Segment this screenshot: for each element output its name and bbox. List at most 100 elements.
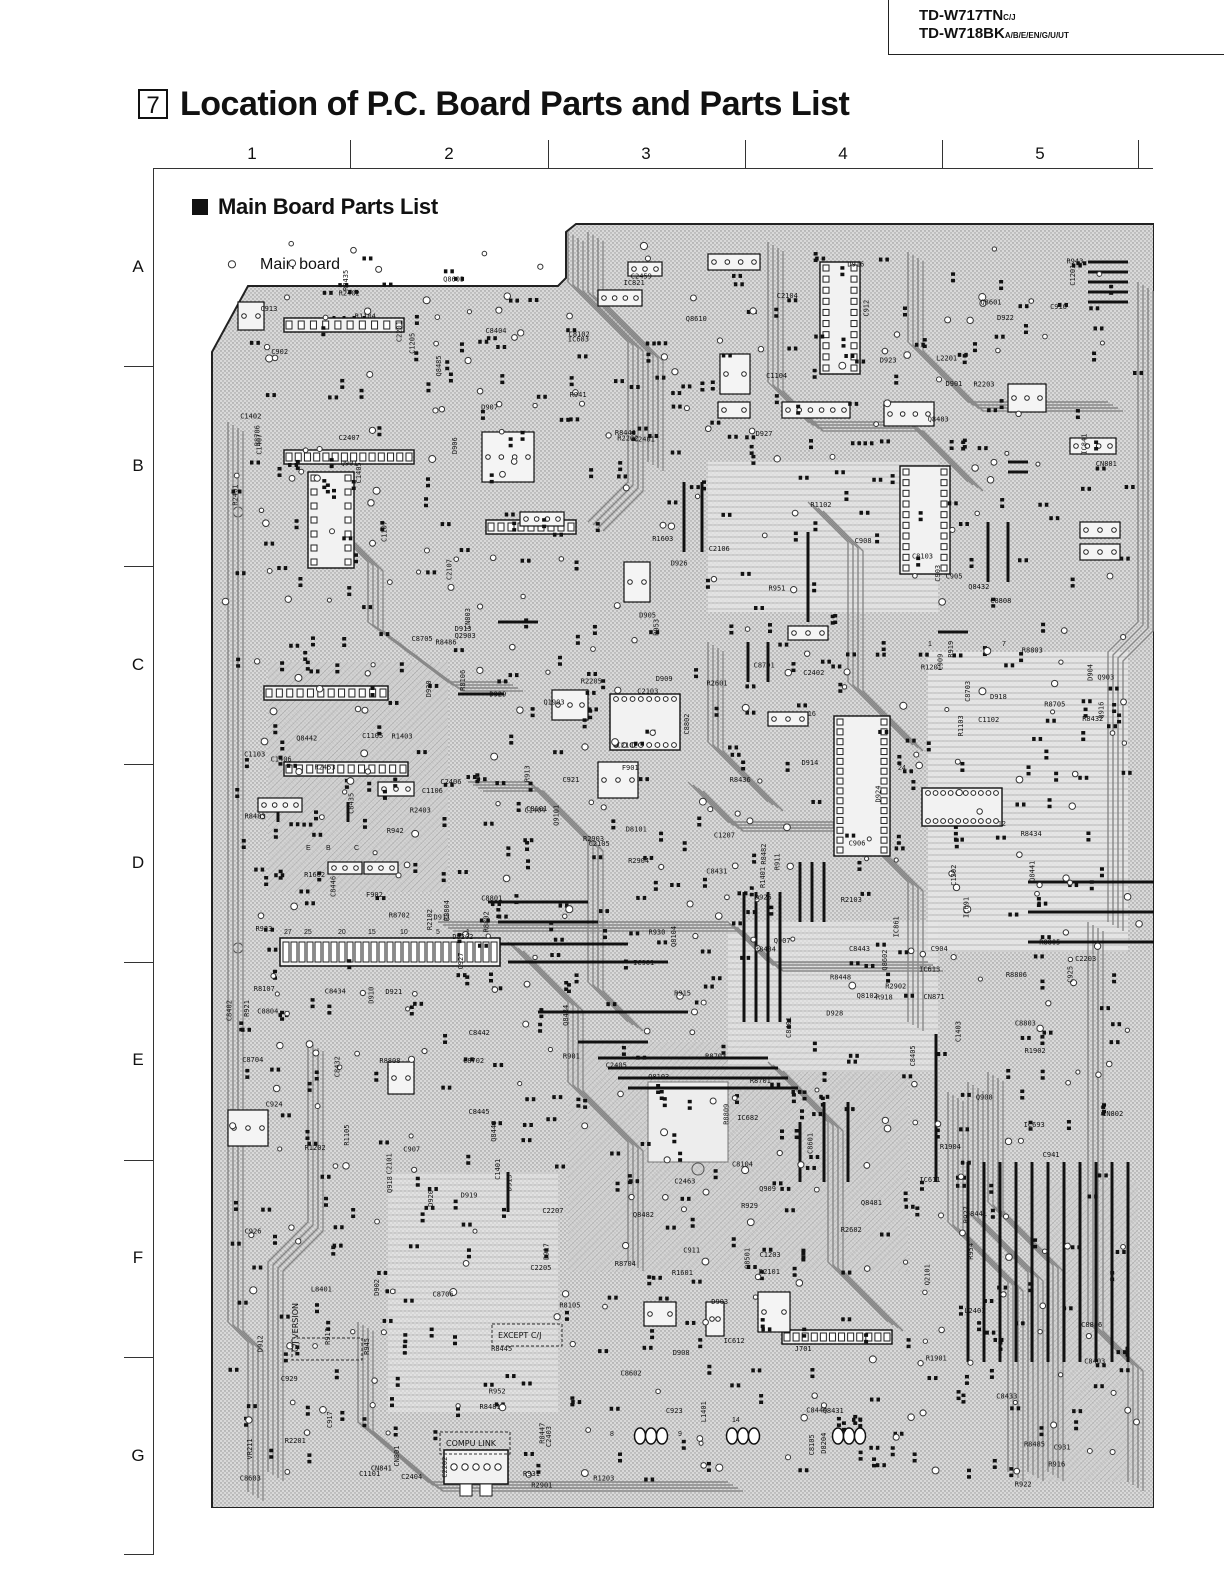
component-ref-label: C8443 xyxy=(849,945,870,953)
component-ref-label: C8403 xyxy=(1084,1357,1105,1365)
component-ref-label: IC612 xyxy=(724,1337,745,1345)
component-ref-label: C8404 xyxy=(485,327,506,335)
component-ref-label: D910 xyxy=(368,987,376,1004)
component-ref-label: CN881 xyxy=(1096,460,1117,468)
component-ref-label: C917 xyxy=(326,1411,334,1428)
pcb-svg: IC611IC612IC613IC683IC682IC841IC821IC691… xyxy=(211,223,1154,1508)
row-divider xyxy=(124,962,154,963)
component-ref-label: C2407 xyxy=(339,434,360,442)
component-ref-label: D911 xyxy=(434,913,451,921)
pin-number-label: 15 xyxy=(368,929,376,936)
component-ref-label: C8101 xyxy=(526,805,547,813)
col-label-2: 2 xyxy=(444,144,454,163)
component-ref-label: D930 xyxy=(425,680,433,697)
component-ref-label: C8402 xyxy=(225,1000,233,1021)
component-ref-label: R1902 xyxy=(1025,1047,1046,1055)
component-ref-label: J701 xyxy=(795,1345,812,1353)
component-ref-label: R2453 xyxy=(315,763,336,771)
pin-number-label: 8 xyxy=(610,1431,614,1438)
component-ref-label: CN802 xyxy=(1102,1110,1123,1118)
component-ref-label: CN871 xyxy=(924,993,945,1001)
pin-number-label: 16 xyxy=(808,711,816,718)
component-ref-label: C8601 xyxy=(807,1133,815,1154)
component-ref-label: Q8501 xyxy=(743,1248,751,1269)
frame-top-line xyxy=(153,168,1153,169)
component-ref-label: R2402 xyxy=(339,289,360,297)
component-ref-label: R8806 xyxy=(1006,971,1027,979)
component-ref-label: C1405 xyxy=(355,462,363,483)
component-ref-label: C8702 xyxy=(463,1057,484,1065)
component-ref-label: C8104 xyxy=(732,1161,753,1169)
dashed-variant-outline xyxy=(439,1431,511,1455)
component-ref-label: IC683 xyxy=(568,335,589,343)
component-ref-label: Q2903 xyxy=(455,632,476,640)
component-ref-label: Q8442 xyxy=(296,734,317,742)
col-divider xyxy=(1138,140,1139,168)
component-ref-label: Q8610 xyxy=(686,315,707,323)
row-grid-axis: A B C D E F G xyxy=(120,168,154,1584)
component-ref-label: D919 xyxy=(461,1191,478,1199)
component-ref-label: C8603 xyxy=(240,1475,261,1483)
component-ref-label: C2202 xyxy=(441,1457,449,1478)
board-note-label: EXCEPT C/J xyxy=(498,1331,542,1340)
component-ref-label: D926 xyxy=(671,560,688,568)
row-label-a: A xyxy=(132,257,144,276)
component-ref-label: Q8441 xyxy=(1028,861,1036,882)
component-ref-label: C8602 xyxy=(620,1370,641,1378)
component-ref-label: R931 xyxy=(523,1470,540,1478)
component-ref-label: C1205 xyxy=(409,333,417,354)
component-ref-label: Q1903 xyxy=(543,699,564,707)
component-ref-label: Q8482 xyxy=(633,1211,654,1219)
component-ref-label: C924 xyxy=(266,1101,283,1109)
component-ref-label: Q918 xyxy=(386,1176,394,1193)
component-ref-label: D904 xyxy=(1086,664,1094,681)
component-ref-label: R8485 xyxy=(1024,1440,1045,1448)
component-ref-label: R8703 xyxy=(705,1053,726,1061)
component-ref-label: R2102 xyxy=(426,909,434,930)
component-ref-label: R923 xyxy=(255,925,272,933)
subsection-title: Main Board Parts List xyxy=(218,194,438,219)
pin-number-label: 25 xyxy=(304,929,312,936)
component-ref-label: D8101 xyxy=(626,825,647,833)
row-divider xyxy=(124,1554,154,1555)
model-header: TD-W717TNC/J TD-W718BKA/B/E/EN/G/U/UT xyxy=(888,0,1224,55)
component-ref-label: IC821 xyxy=(624,279,645,287)
component-ref-label: D8202 xyxy=(452,933,473,941)
component-ref-label: R8706 xyxy=(254,425,262,446)
component-ref-label: Q901 xyxy=(341,460,358,468)
component-ref-label: R8704 xyxy=(615,1260,636,1268)
component-ref-label: D922 xyxy=(997,314,1014,322)
component-ref-label: CN803 xyxy=(464,608,472,629)
component-ref-label: D918 xyxy=(990,693,1007,701)
component-ref-label: R943 xyxy=(1066,258,1083,266)
component-ref-label: C8401 xyxy=(785,1017,793,1038)
component-ref-label: Q8481 xyxy=(861,1199,882,1207)
component-ref-label: C8703 xyxy=(964,681,972,702)
component-ref-label: C905 xyxy=(946,573,963,581)
component-ref-label: D923 xyxy=(880,356,897,364)
component-ref-label: C2401 xyxy=(634,435,655,443)
section-number-box: 7 xyxy=(138,89,168,119)
component-ref-label: R8484 xyxy=(755,945,776,953)
component-ref-label: L8401 xyxy=(311,1285,332,1293)
component-ref-label: C8706 xyxy=(433,1290,454,1298)
col-label-1: 1 xyxy=(247,144,257,163)
component-ref-label: C8405 xyxy=(909,1045,917,1066)
component-ref-label: C927 xyxy=(457,953,465,970)
component-ref-label: R2201 xyxy=(285,1437,306,1445)
col-label-5: 5 xyxy=(1035,144,1045,163)
component-ref-label: R945 xyxy=(363,1338,371,1355)
pin-number-label: 9 xyxy=(678,1431,682,1438)
component-ref-label: D906 xyxy=(451,437,459,454)
row-label-b: B xyxy=(132,456,144,475)
component-ref-label: C1105 xyxy=(362,732,383,740)
component-ref-label: C8431 xyxy=(706,867,727,875)
component-ref-label: D929 xyxy=(489,691,506,699)
row-label-d: D xyxy=(131,853,145,872)
component-ref-label: R915 xyxy=(674,989,691,997)
component-ref-label: C1406 xyxy=(271,756,292,764)
component-ref-label: D912 xyxy=(257,1335,265,1352)
component-ref-label: C1104 xyxy=(766,372,787,380)
component-ref-label: C8445 xyxy=(469,1108,490,1116)
component-ref-label: R2401 xyxy=(232,484,240,505)
